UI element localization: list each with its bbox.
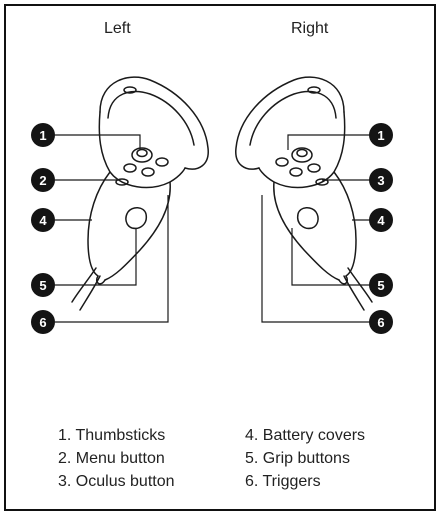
left-face-plate [98,111,186,189]
left-button-x [141,167,155,177]
right-badge-3-label: 3 [377,173,384,188]
legend-item-thumbsticks: 1. Thumbsticks [58,427,166,444]
legend-column-1: 1. Thumbsticks 2. Menu button 3. Oculus … [58,424,175,493]
left-badge-5-label: 5 [39,278,46,293]
left-grip-back [104,181,171,281]
left-badge-1 [31,123,55,147]
left-tracking-ring-inner [107,90,195,146]
legend-item-oculus-button: 3. Oculus button [58,473,175,490]
left-controller [71,76,209,311]
left-grip-button [125,207,148,230]
right-badge-5-label: 5 [377,278,384,293]
left-tracking-ring-outer [99,76,209,170]
left-thumbstick [131,147,153,163]
left-badge-6 [31,310,55,334]
right-leader-lines [261,134,370,323]
right-leader-6 [261,195,370,323]
left-callout-badges [31,123,55,334]
legend-column-2: 4. Battery covers 5. Grip buttons 6. Tri… [245,424,365,493]
right-badge-1 [369,123,393,147]
left-leader-5 [55,228,137,286]
left-menu-button [115,178,129,186]
left-badge-2-label: 2 [39,173,46,188]
right-badge-4-label: 4 [377,213,385,228]
left-ring-sensor [123,86,137,94]
left-badge-4 [31,208,55,232]
right-controller-title: Right [291,20,329,37]
legend-item-menu-button: 2. Menu button [58,450,165,467]
left-strap [71,267,97,303]
left-button-extra [155,157,169,167]
right-badge-6-label: 6 [377,315,384,330]
left-leader-lines [55,134,169,323]
legend-item-grip-buttons: 5. Grip buttons [245,450,350,467]
left-badge-6-label: 6 [39,315,46,330]
left-badge-5 [31,273,55,297]
left-badge-1-label: 1 [39,128,46,143]
diagram-frame [4,4,436,511]
left-grip-bottom [95,275,106,285]
right-callout-badges [369,123,393,334]
left-button-y [123,163,137,173]
right-badge-6 [369,310,393,334]
legend-item-battery-covers: 4. Battery covers [245,427,366,444]
left-grip-front [87,171,111,277]
right-badge-1-label: 1 [377,128,384,143]
left-badge-2 [31,168,55,192]
right-leader-5 [291,228,370,286]
left-controller-title: Left [104,20,131,37]
left-leader-1 [55,134,141,150]
right-badge-4 [369,208,393,232]
left-badge-4-label: 4 [39,213,47,228]
right-badge-3 [369,168,393,192]
right-leader-1 [287,134,370,150]
legend-item-triggers: 6. Triggers [245,473,321,490]
right-badge-5 [369,273,393,297]
right-controller [235,76,373,311]
left-leader-6 [55,195,169,323]
